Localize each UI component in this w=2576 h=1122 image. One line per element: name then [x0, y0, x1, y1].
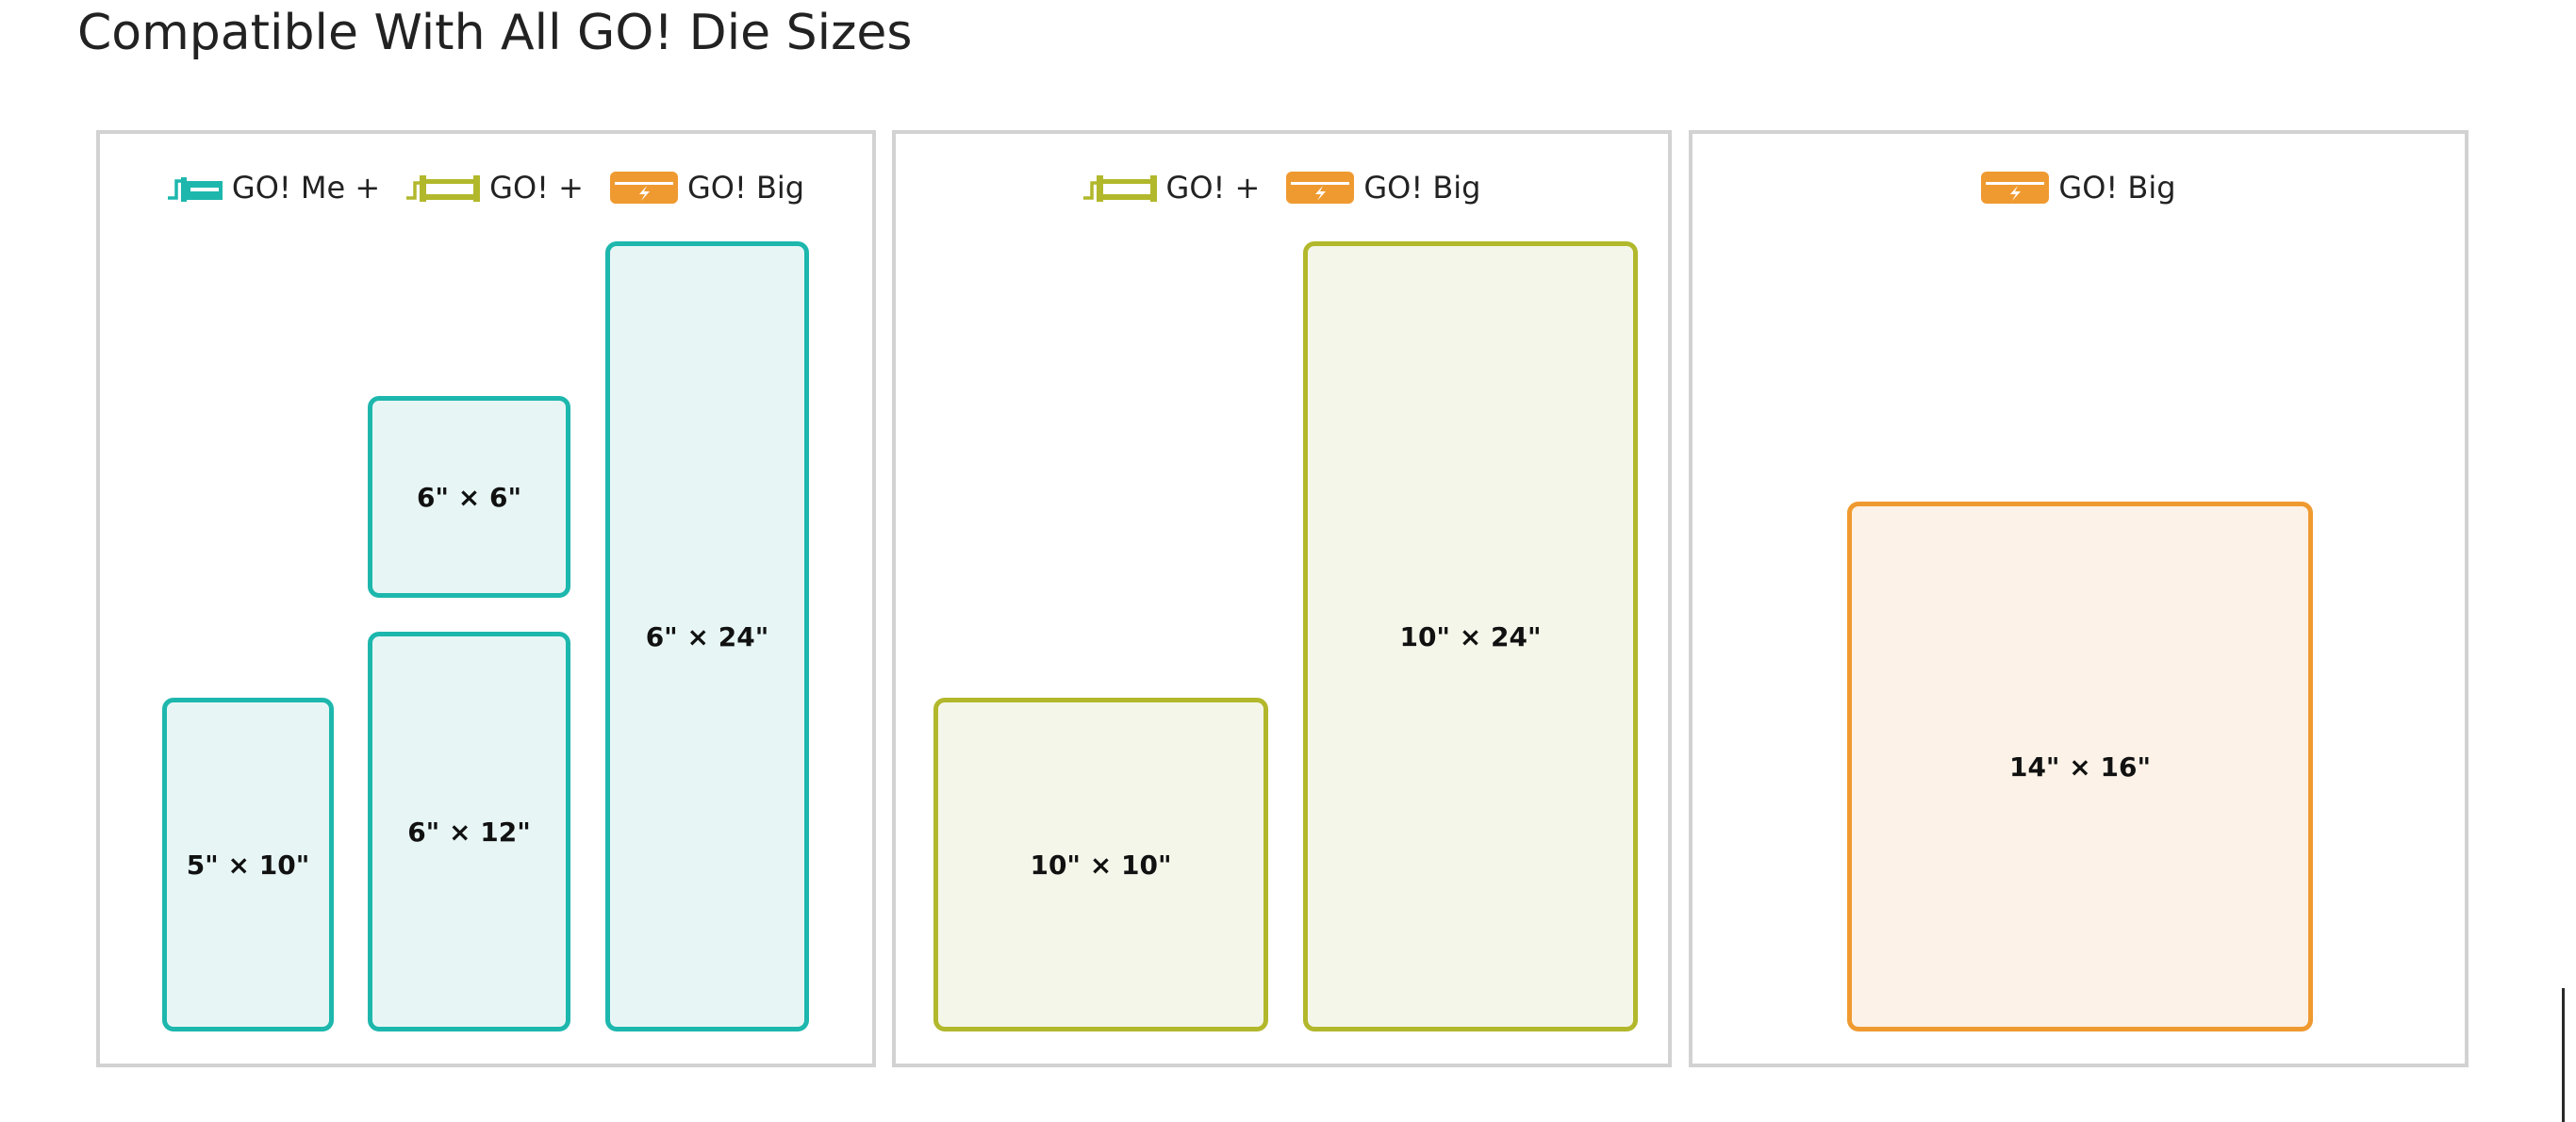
- legend-label: GO! Big: [1363, 170, 1481, 206]
- legend: GO! Big: [1693, 160, 2465, 215]
- legend-label: GO! +: [489, 170, 584, 206]
- go-plus-icon: [406, 172, 481, 204]
- die-size-6x12: 6" × 12": [368, 632, 570, 1031]
- panel-go-big-dies: GO! Big 14" × 16": [1689, 130, 2469, 1067]
- go-big-icon: [1981, 172, 2050, 204]
- go-plus-icon: [1082, 172, 1157, 204]
- die-size-label: 14" × 16": [2008, 751, 2152, 783]
- legend-label: GO! Big: [2058, 170, 2176, 206]
- scrollbar-thumb[interactable]: [2562, 988, 2565, 1122]
- go-me-plus-icon: [167, 172, 223, 204]
- die-size-14x16: 14" × 16": [1847, 502, 2313, 1031]
- die-size-label: 10" × 24": [1399, 620, 1542, 652]
- legend: GO! + GO! Big: [896, 160, 1668, 215]
- die-size-10x24: 10" × 24": [1303, 241, 1638, 1031]
- legend: GO! Me + GO! + G: [100, 160, 872, 215]
- die-size-label: 6" × 24": [645, 620, 769, 652]
- panel-go-plus-dies: GO! + GO! Big 10" × 10" 10" × 24": [892, 130, 1672, 1067]
- go-big-icon: [609, 172, 678, 204]
- die-size-10x10: 10" × 10": [933, 698, 1268, 1031]
- go-big-icon: [1286, 172, 1355, 204]
- die-size-label: 10" × 10": [1030, 849, 1172, 881]
- legend-item-go-big: GO! Big: [609, 170, 805, 206]
- legend-item-go-plus: GO! +: [406, 170, 584, 206]
- legend-item-go-big: GO! Big: [1286, 170, 1480, 206]
- legend-label: GO! Me +: [231, 170, 381, 206]
- legend-item-go-plus: GO! +: [1082, 170, 1261, 206]
- die-size-6x6: 6" × 6": [368, 396, 570, 598]
- legend-item-go-me-plus: GO! Me +: [167, 170, 381, 206]
- legend-label: GO! +: [1165, 170, 1261, 206]
- die-size-label: 5" × 10": [186, 849, 310, 881]
- legend-item-go-big: GO! Big: [1981, 170, 2176, 206]
- panel-go-me-plus-dies: GO! Me + GO! + G: [96, 130, 876, 1067]
- die-size-6x24: 6" × 24": [605, 241, 809, 1031]
- legend-label: GO! Big: [686, 170, 805, 206]
- page-title: Compatible With All GO! Die Sizes: [77, 5, 913, 61]
- die-size-label: 6" × 6": [416, 481, 522, 513]
- die-size-5x10: 5" × 10": [162, 698, 334, 1031]
- die-size-label: 6" × 12": [407, 816, 531, 848]
